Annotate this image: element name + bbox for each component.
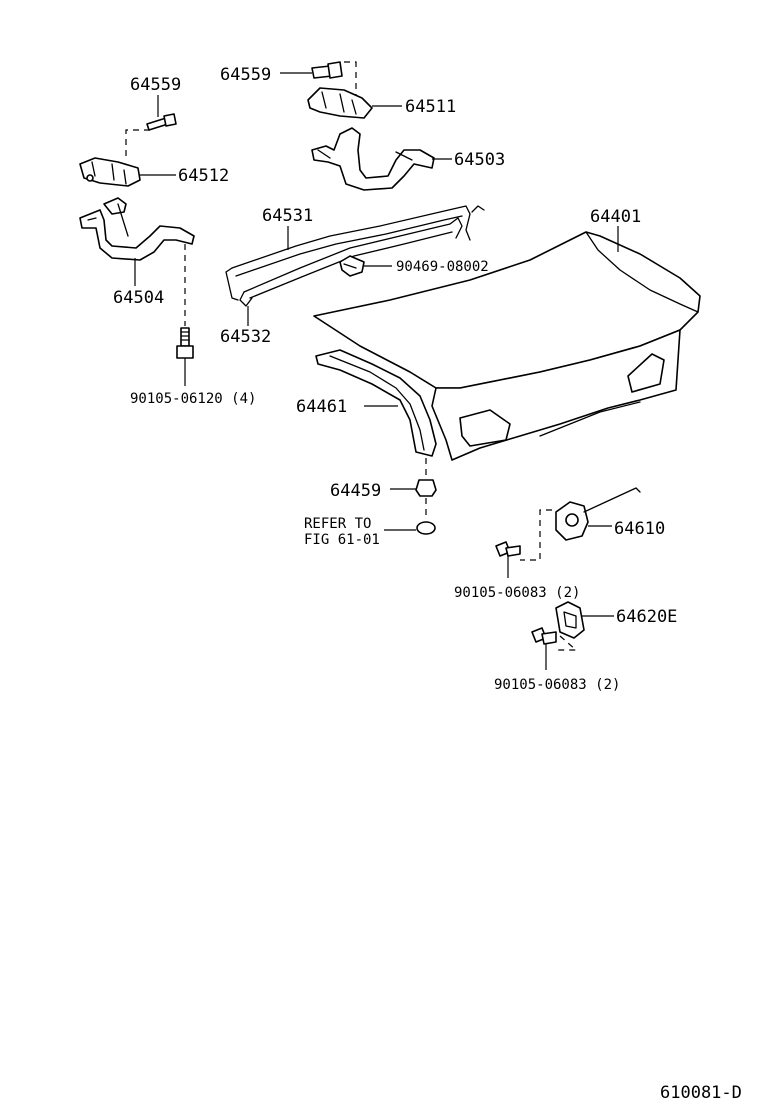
hinge-plate-64512 — [79, 157, 141, 187]
hinge-arm-64504 — [79, 197, 195, 261]
label-90469-08002: 90469-08002 — [396, 259, 489, 275]
dash-64559-top — [344, 61, 357, 96]
cushion-64459 — [415, 479, 437, 497]
label-64512: 64512 — [178, 166, 229, 186]
hinge-plate-64511 — [307, 87, 373, 119]
label-refer-line2: FIG 61-01 — [304, 532, 380, 548]
label-90105-06083-a: 90105-06083 (2) — [454, 585, 580, 601]
bolt-90105-06083-a — [495, 541, 521, 557]
label-64531: 64531 — [262, 206, 313, 226]
plug-hole — [416, 521, 436, 535]
label-64461: 64461 — [296, 397, 347, 417]
label-64511: 64511 — [405, 97, 456, 117]
label-64610: 64610 — [614, 519, 665, 539]
bolt-64559-left — [146, 113, 177, 131]
label-64503: 64503 — [454, 150, 505, 170]
label-64504: 64504 — [113, 288, 164, 308]
clip-90469-08002 — [339, 255, 365, 277]
label-64559-top: 64559 — [220, 65, 271, 85]
trunk-lid-64401 — [313, 231, 701, 461]
weatherstrip-64461 — [315, 349, 437, 457]
dash-striker — [556, 635, 578, 651]
bolt-90105-06120 — [176, 327, 194, 359]
label-64459: 64459 — [330, 481, 381, 501]
striker-64620E — [555, 601, 585, 639]
label-64620E: 64620E — [616, 607, 677, 627]
label-refer-line1: REFER TO — [304, 516, 371, 532]
dash-64559-left — [125, 129, 150, 160]
label-90105-06120: 90105-06120 (4) — [130, 391, 256, 407]
bolt-90105-06083-b — [531, 627, 557, 645]
torsion-rod-64531 — [225, 205, 485, 301]
label-64532: 64532 — [220, 327, 271, 347]
label-64401: 64401 — [590, 207, 641, 227]
bolt-64559-top — [311, 61, 343, 79]
torsion-rod-64532 — [239, 217, 463, 307]
label-64559-left: 64559 — [130, 75, 181, 95]
hinge-arm-64503 — [311, 127, 435, 191]
figure-code: 610081-D — [660, 1083, 742, 1103]
label-90105-06083-b: 90105-06083 (2) — [494, 677, 620, 693]
lock-64610 — [555, 487, 641, 541]
dash-lock — [520, 509, 552, 561]
